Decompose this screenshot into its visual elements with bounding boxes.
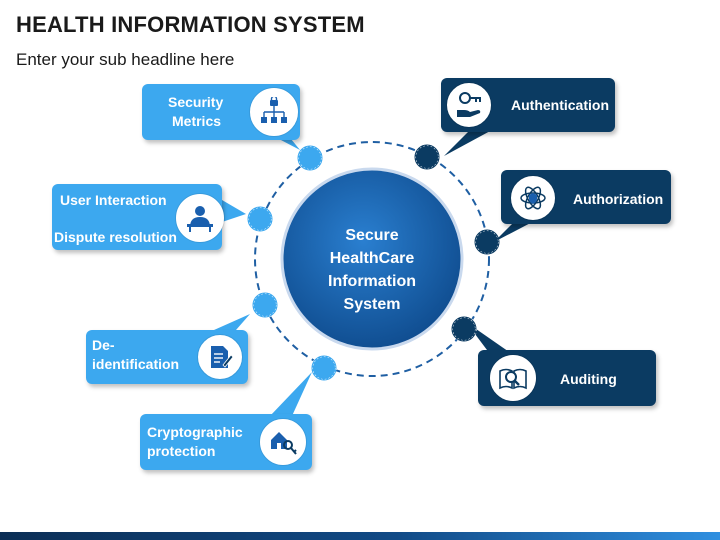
- callout-label: Cryptographic: [147, 424, 243, 440]
- tail-auditing: [466, 322, 512, 354]
- callout-label: De-: [92, 337, 115, 353]
- lock-network-icon: [250, 88, 298, 136]
- callout-label: Security: [168, 94, 224, 110]
- callout-user-interaction: User Interaction Dispute resolution: [52, 184, 224, 250]
- hand-key-icon: [447, 83, 491, 127]
- book-search-icon: [490, 355, 536, 401]
- center-label: Secure HealthCare Information System: [282, 190, 462, 350]
- center-line: Secure: [345, 227, 399, 244]
- node-security-metrics: [297, 145, 323, 171]
- page-subtitle: Enter your sub headline here: [16, 50, 235, 69]
- callout-label: Auditing: [560, 371, 617, 387]
- tail-de-identification: [214, 314, 250, 330]
- center-line: HealthCare: [329, 250, 415, 267]
- tail-authentication: [444, 130, 492, 156]
- footer-bar: [0, 532, 720, 540]
- callout-label: Metrics: [172, 113, 222, 129]
- callout-label: Dispute resolution: [54, 229, 177, 245]
- callout-label: identification: [92, 356, 180, 372]
- tail-user-interaction: [222, 200, 246, 222]
- callout-label: Authorization: [573, 191, 664, 207]
- node-cryptographic: [311, 355, 337, 381]
- callout-auditing: Auditing: [478, 350, 656, 406]
- callout-security-metrics: Security Metrics: [142, 84, 300, 140]
- callout-label: protection: [147, 443, 216, 459]
- tail-authorization: [494, 218, 540, 242]
- callout-label: User Interaction: [60, 192, 167, 208]
- node-authorization: [474, 229, 500, 255]
- callout-authentication: Authentication: [441, 78, 615, 132]
- dashed-orbit-ring: [254, 141, 490, 377]
- callout-authorization: Authorization: [501, 170, 671, 224]
- page-title: HEALTH INFORMATION SYSTEM: [16, 12, 365, 37]
- center-line: System: [343, 296, 401, 313]
- node-de-identification: [252, 292, 278, 318]
- user-desk-icon: [176, 194, 224, 242]
- center-circle: [280, 167, 464, 351]
- node-auditing: [451, 316, 477, 342]
- callout-de-identification: De- identification: [86, 330, 248, 384]
- node-user-interaction: [247, 206, 273, 232]
- center-line: Information: [328, 273, 416, 290]
- document-edit-icon: [198, 335, 242, 379]
- house-key-icon: [260, 419, 306, 465]
- atom-shield-icon: [511, 176, 555, 220]
- tail-cryptographic: [270, 372, 312, 416]
- callout-cryptographic: Cryptographic protection: [140, 414, 312, 470]
- callout-label: Authentication: [511, 97, 609, 113]
- node-authentication: [414, 144, 440, 170]
